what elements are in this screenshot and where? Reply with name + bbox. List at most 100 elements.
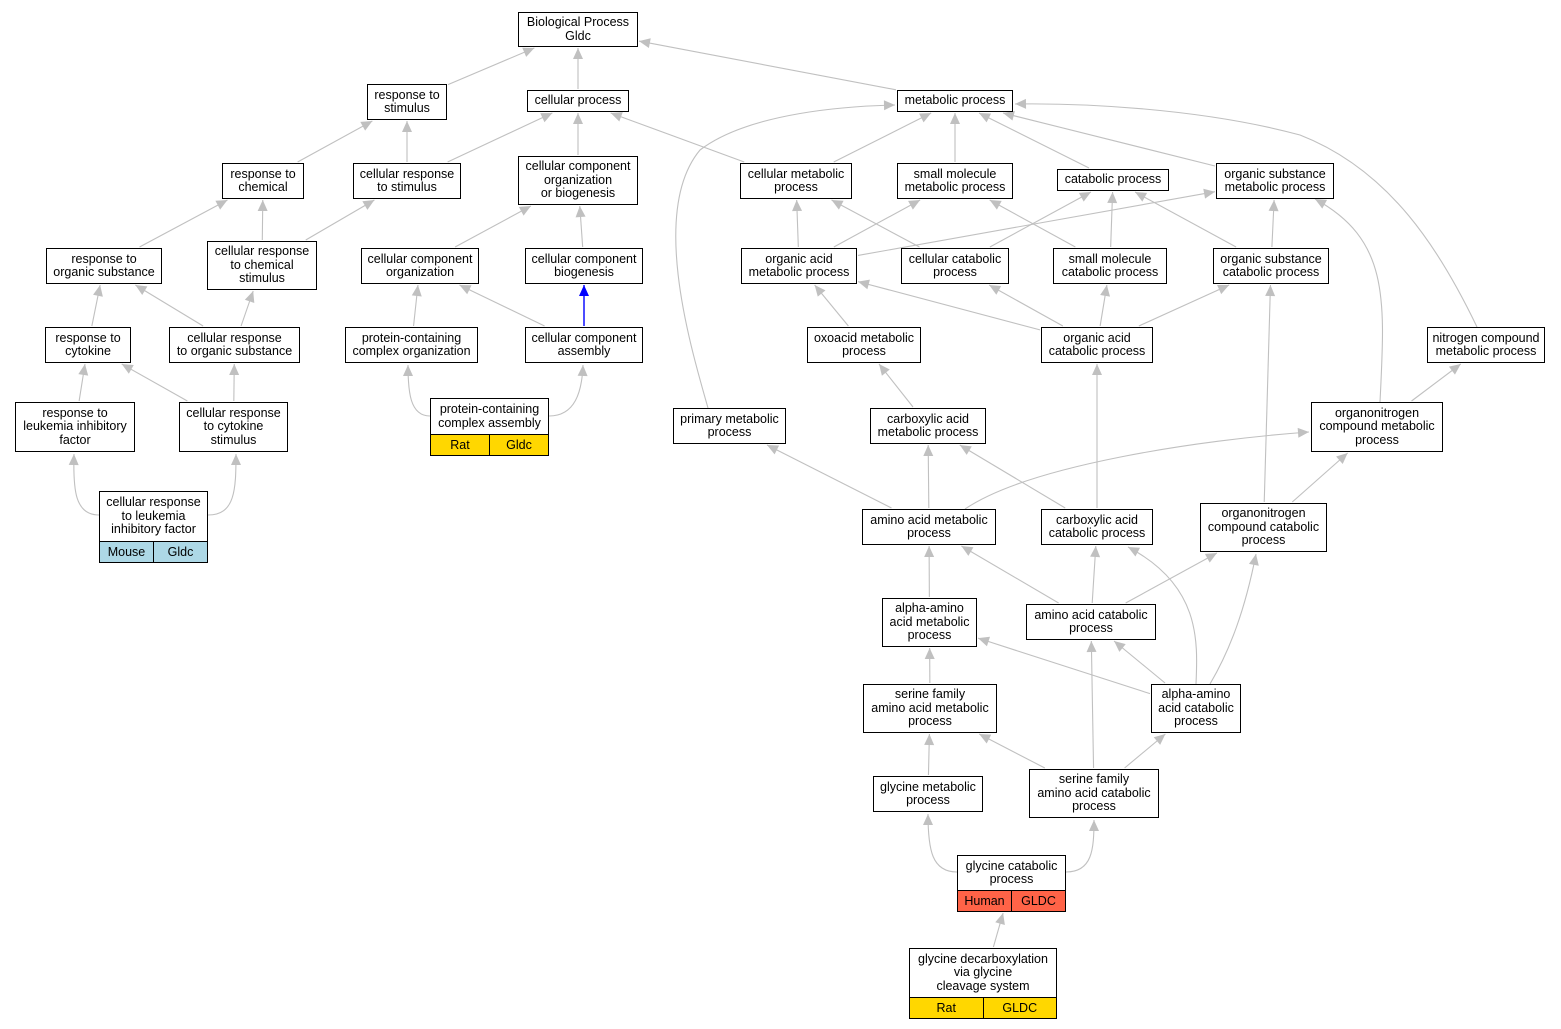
- edge-ncmp-to-mp: [1014, 103, 1478, 328]
- edge-arrowhead: [1336, 453, 1348, 465]
- edge-arrowhead: [978, 636, 991, 647]
- edge-arrowhead: [989, 200, 1002, 210]
- annotation-row: Mouse Gldc: [100, 541, 207, 562]
- edge-crts-to-cp: [447, 112, 553, 163]
- edge-arrowhead: [1297, 427, 1309, 438]
- edge-oacp-to-oscp: [1138, 284, 1230, 327]
- node-text-line: stimulus: [210, 432, 257, 447]
- node-text-line: cellular component: [525, 159, 631, 174]
- edge-oamp-to-smmp: [833, 199, 921, 248]
- edge-arrowhead: [402, 121, 412, 132]
- edge-ccp-to-cmp: [831, 199, 920, 248]
- node-cellular-process[interactable]: cellular process: [527, 90, 629, 112]
- species-label: Human: [958, 891, 1011, 911]
- node-text-line: organic acid: [765, 251, 833, 266]
- node-text-line: organization: [385, 265, 455, 279]
- node-text-line: serine family: [894, 687, 966, 702]
- edge-arrowhead: [908, 200, 921, 210]
- edge-arrowhead: [814, 285, 826, 297]
- edge-arrowhead: [950, 113, 960, 124]
- node-text-line: cellular component: [367, 251, 473, 266]
- edge-arrowhead: [1086, 641, 1097, 653]
- node-text-line: cellular component: [531, 330, 637, 345]
- node-text-line: glycine metabolic: [880, 779, 976, 794]
- edge-arrowhead: [924, 734, 935, 746]
- node-text-line: process: [933, 265, 977, 279]
- annotation-row: Rat GLDC: [910, 997, 1056, 1018]
- edge-arrowhead: [924, 648, 935, 660]
- edge-arrowhead: [1265, 285, 1276, 297]
- edge-arrowhead: [1217, 284, 1230, 295]
- node-text-line: leukemia inhibitory: [23, 419, 127, 434]
- edge-arrowhead: [68, 454, 79, 466]
- node-text-line: amino acid metabolic: [870, 512, 988, 527]
- node-text-line: nitrogen compound: [1432, 330, 1540, 345]
- node-metabolic-process[interactable]: metabolic process: [897, 90, 1013, 112]
- edge-gcp-to-gmp: [927, 813, 958, 873]
- edge-arrowhead: [93, 285, 103, 297]
- node-catabolic-process[interactable]: catabolic process: [1057, 169, 1169, 191]
- edge-arrowhead: [362, 200, 375, 210]
- node-text-line: stimulus: [239, 271, 285, 286]
- edge-arrowhead: [1100, 285, 1111, 297]
- node-text-line: amino acid metabolic: [871, 700, 989, 715]
- node-text-line: to chemical: [230, 257, 294, 272]
- gene-label: GLDC: [982, 998, 1056, 1018]
- species-label: Mouse: [100, 542, 153, 562]
- node-text-line: process: [907, 628, 952, 643]
- edge-cacp-to-camp: [959, 444, 1066, 509]
- node-text-line: organonitrogen: [1221, 506, 1306, 521]
- edge-arrowhead: [1092, 364, 1102, 375]
- node-text-line: carboxylic acid: [1056, 512, 1138, 527]
- node-text-line: process: [906, 793, 950, 807]
- edge-aamp-to-ocmp: [964, 431, 1310, 510]
- node-text-line: factor: [59, 432, 91, 447]
- edge-arrowhead: [989, 285, 1002, 295]
- edge-arrowhead: [579, 285, 589, 296]
- edge-arrowhead: [577, 365, 588, 377]
- edge-pmp-to-mp: [675, 104, 896, 409]
- node-text-line: small molecule: [1068, 251, 1152, 266]
